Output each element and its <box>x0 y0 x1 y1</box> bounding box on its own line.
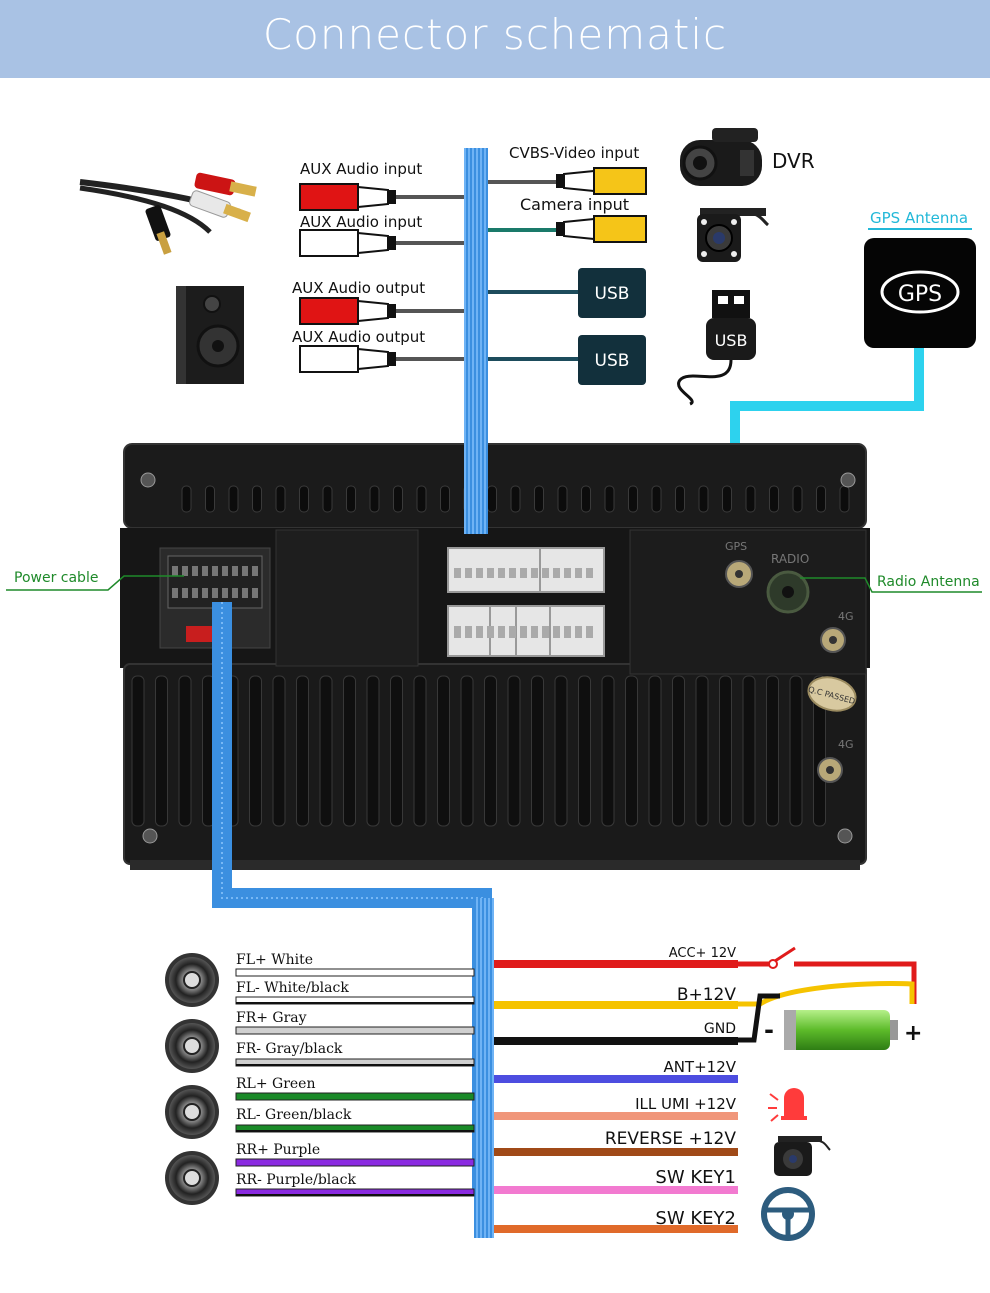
power-wire-label-3: ANT+12V <box>663 1058 736 1076</box>
speaker-icon-rear-left <box>164 1084 220 1140</box>
rear-camera-icon <box>697 208 770 262</box>
aux-connectors <box>299 183 466 373</box>
power-wire-label-1: B+12V <box>677 985 737 1005</box>
warning-light-icon <box>768 1088 807 1122</box>
aux-input-label-2: AUX Audio input <box>300 213 422 231</box>
power-cable-pointer <box>6 575 184 591</box>
speaker-wire-label-3: FR- Gray/black <box>236 1041 343 1057</box>
acc-switch-wiring <box>738 946 917 1043</box>
speaker-wire-label-1: FL- White/black <box>236 980 349 996</box>
antenna-ports <box>629 529 867 783</box>
power-wires: ACC+ 12V B+12V GND ANT+12V ILL UMI +12V REVER… <box>494 946 738 1233</box>
speaker-wire-0 <box>235 968 475 977</box>
gps-box-label: GPS <box>898 282 942 307</box>
speaker-wire-label-5: RL- Green/black <box>236 1107 352 1123</box>
power-wire-label-5: REVERSE +12V <box>605 1129 737 1149</box>
power-connector-pins <box>172 566 258 598</box>
rca-cable-photo <box>79 172 257 255</box>
speaker-wire-label-6: RR+ Purple <box>236 1142 320 1158</box>
power-wire-label-0: ACC+ 12V <box>669 946 736 961</box>
power-wire-5 <box>494 1148 738 1156</box>
power-wire-0 <box>494 960 738 968</box>
speaker-wire-6 <box>235 1158 475 1167</box>
video-usb-connectors <box>486 167 647 385</box>
camera-input-label: Camera input <box>520 195 629 214</box>
header-bar: Connector schematic <box>0 0 990 78</box>
power-connector-block <box>159 529 419 667</box>
harness-pins <box>454 568 593 638</box>
speaker-wire-label-0: FL+ White <box>236 952 313 968</box>
gps-port-label: GPS <box>725 540 747 553</box>
speaker-wire-label-7: RR- Purple/black <box>236 1172 356 1188</box>
power-wire-6 <box>494 1186 738 1194</box>
lower-wire-bus <box>474 898 494 1238</box>
usb-port-label-2: USB <box>595 351 630 371</box>
usb-stick-label: USB <box>715 331 748 350</box>
aux-output-label-2: AUX Audio output <box>292 328 425 346</box>
usb-port-label-1: USB <box>595 284 630 304</box>
gps-antenna-label: GPS Antenna <box>870 209 968 227</box>
speaker-wire-label-4: RL+ Green <box>236 1076 315 1092</box>
reverse-camera-icon <box>774 1136 831 1176</box>
speaker-icon-front-right <box>164 1018 220 1074</box>
battery-minus-label: - <box>764 1016 774 1044</box>
steering-wheel-icon <box>761 1187 815 1241</box>
power-wire-2 <box>494 1037 738 1045</box>
power-wire-label-6: SW KEY1 <box>655 1167 736 1188</box>
top-vents <box>181 485 850 513</box>
port-4g-label-1: 4G <box>838 610 854 623</box>
usb-stick-icon <box>677 290 756 406</box>
power-wire-1 <box>494 1001 738 1009</box>
top-harness-bus <box>464 148 488 534</box>
power-wire-label-4: ILL UMI +12V <box>635 1095 737 1113</box>
speaker-wire-4 <box>235 1092 475 1101</box>
speaker-icon-front-left <box>164 952 220 1008</box>
battery-icon <box>784 1010 898 1050</box>
screws <box>140 472 856 844</box>
dvr-label: DVR <box>772 149 815 173</box>
gps-antenna-icon <box>864 238 976 348</box>
cvbs-label: CVBS-Video input <box>509 144 639 162</box>
power-wire-label-2: GND <box>704 1021 736 1037</box>
page-title: Connector schematic <box>262 10 728 59</box>
power-wire-7 <box>494 1225 738 1233</box>
speaker-cabinet-icon <box>176 286 244 384</box>
bottom-vents <box>131 675 826 827</box>
dvr-camera-icon <box>680 128 762 186</box>
speaker-wire-label-2: FR+ Gray <box>236 1010 307 1026</box>
speaker-icon-rear-right <box>164 1150 220 1206</box>
power-cable-label: Power cable <box>14 570 98 586</box>
port-4g-label-2: 4G <box>838 738 854 751</box>
aux-input-label-1: AUX Audio input <box>300 160 422 178</box>
radio-antenna-pointer <box>800 577 982 593</box>
radio-antenna-label: Radio Antenna <box>877 574 980 590</box>
speaker-wire-2 <box>235 1026 475 1035</box>
power-wire-label-7: SW KEY2 <box>655 1208 736 1229</box>
power-wire-4 <box>494 1112 738 1120</box>
aux-output-label-1: AUX Audio output <box>292 279 425 297</box>
radio-port-label: RADIO <box>771 552 809 566</box>
battery-plus-label: + <box>904 1021 922 1046</box>
power-wire-3 <box>494 1075 738 1083</box>
